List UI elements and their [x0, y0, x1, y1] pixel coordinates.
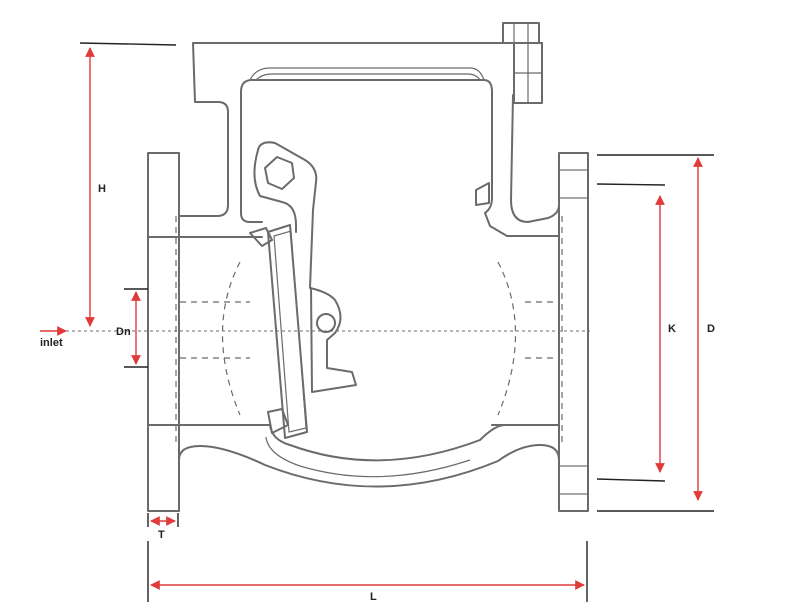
dimension-h: H: [79, 42, 177, 327]
dimension-k: K: [596, 183, 676, 482]
inlet-label: inlet: [40, 337, 63, 349]
hinge-pin: [316, 313, 336, 333]
bonnet-bolt: [502, 22, 543, 104]
dimension-d: D: [597, 154, 715, 512]
dimension-t-label: T: [158, 529, 165, 541]
dimension-k-label: K: [668, 323, 676, 335]
dimension-dn-label: Dn: [116, 326, 131, 338]
body-bottom: [178, 444, 560, 512]
dimension-t: T: [147, 513, 179, 541]
dimension-l-label: L: [370, 591, 377, 603]
hinge-pin-nut: [264, 156, 295, 190]
dimension-l: L: [147, 541, 588, 603]
dimension-h-label: H: [98, 183, 106, 195]
valve-body: [147, 42, 589, 512]
bonnet-cavity: [240, 79, 560, 237]
body-outline: [178, 42, 560, 223]
inlet-flange: [147, 152, 180, 512]
dimension-d-label: D: [707, 323, 715, 335]
dimension-dn: Dn: [116, 288, 148, 368]
outlet-flange: [558, 152, 589, 512]
swing-disc-assembly: [249, 141, 357, 439]
hinge-arm: [257, 141, 357, 393]
